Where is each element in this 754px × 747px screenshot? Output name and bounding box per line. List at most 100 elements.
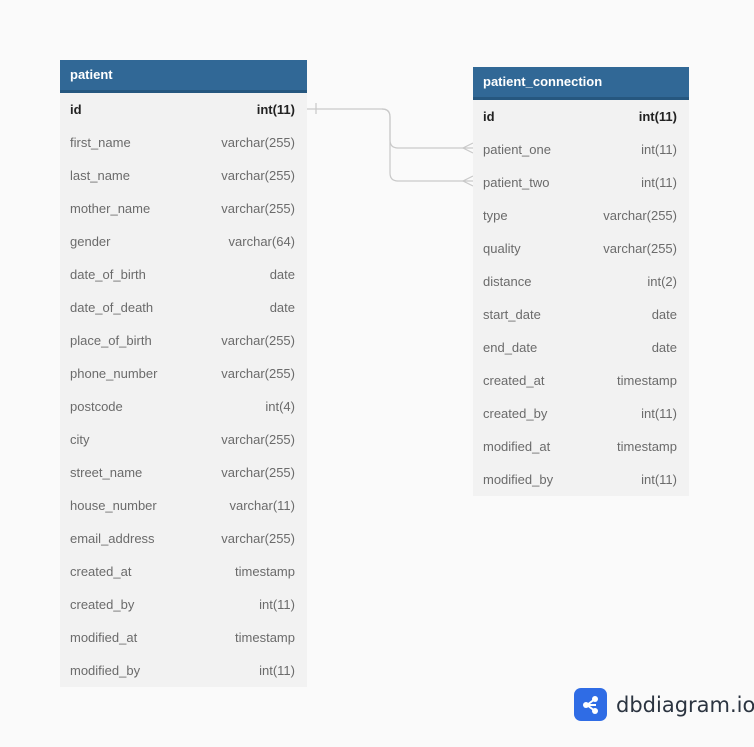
field-type: varchar(255) — [221, 135, 295, 150]
table-header-patient[interactable]: patient — [60, 60, 307, 93]
field-name: modified_at — [70, 630, 138, 645]
field-type: varchar(11) — [229, 498, 295, 513]
share-nodes-icon — [574, 688, 607, 721]
field-name: patient_one — [483, 142, 551, 157]
field-name: created_by — [70, 597, 135, 612]
field-row-gender[interactable]: gender varchar(64) — [60, 225, 307, 258]
field-row-modified-at[interactable]: modified_at timestamp — [473, 430, 689, 463]
field-row-date-of-death[interactable]: date_of_death date — [60, 291, 307, 324]
dbdiagram-brand[interactable]: dbdiagram.io — [574, 688, 754, 721]
field-row-patient-two[interactable]: patient_two int(11) — [473, 166, 689, 199]
field-name: modified_at — [483, 439, 551, 454]
field-row-patient-one[interactable]: patient_one int(11) — [473, 133, 689, 166]
field-row-quality[interactable]: quality varchar(255) — [473, 232, 689, 265]
field-row-first-name[interactable]: first_name varchar(255) — [60, 126, 307, 159]
table-header-patient-connection[interactable]: patient_connection — [473, 67, 689, 100]
brand-name: dbdiagram.io — [616, 692, 754, 717]
field-row-id[interactable]: id int(11) — [60, 93, 307, 126]
field-name: first_name — [70, 135, 131, 150]
field-name: last_name — [70, 168, 130, 183]
field-type: int(11) — [641, 142, 677, 157]
field-type: int(11) — [256, 102, 295, 117]
field-row-house-number[interactable]: house_number varchar(11) — [60, 489, 307, 522]
field-row-email-address[interactable]: email_address varchar(255) — [60, 522, 307, 555]
field-type: varchar(255) — [221, 531, 295, 546]
field-type: varchar(255) — [603, 241, 677, 256]
field-type: date — [651, 340, 677, 355]
field-name: gender — [70, 234, 111, 249]
field-name: created_by — [483, 406, 548, 421]
field-name: email_address — [70, 531, 155, 546]
field-type: varchar(255) — [221, 366, 295, 381]
field-type: int(4) — [265, 399, 295, 414]
field-type: varchar(255) — [221, 333, 295, 348]
field-name: date_of_birth — [70, 267, 146, 282]
field-row-postcode[interactable]: postcode int(4) — [60, 390, 307, 423]
field-row-city[interactable]: city varchar(255) — [60, 423, 307, 456]
field-name: place_of_birth — [70, 333, 152, 348]
field-name: house_number — [70, 498, 157, 513]
field-row-type[interactable]: type varchar(255) — [473, 199, 689, 232]
field-name: modified_by — [70, 663, 141, 678]
field-type: varchar(255) — [221, 168, 295, 183]
field-type: int(11) — [641, 406, 677, 421]
field-name: date_of_death — [70, 300, 154, 315]
field-type: varchar(255) — [603, 208, 677, 223]
field-row-modified-by[interactable]: modified_by int(11) — [473, 463, 689, 496]
field-name: street_name — [70, 465, 143, 480]
field-type: timestamp — [235, 630, 295, 645]
field-type: timestamp — [617, 373, 677, 388]
field-row-start-date[interactable]: start_date date — [473, 298, 689, 331]
field-type: int(2) — [647, 274, 677, 289]
field-row-date-of-birth[interactable]: date_of_birth date — [60, 258, 307, 291]
field-row-modified-by[interactable]: modified_by int(11) — [60, 654, 307, 687]
field-row-modified-at[interactable]: modified_at timestamp — [60, 621, 307, 654]
field-type: timestamp — [617, 439, 677, 454]
field-name: start_date — [483, 307, 541, 322]
field-row-mother-name[interactable]: mother_name varchar(255) — [60, 192, 307, 225]
field-type: int(11) — [259, 663, 295, 678]
field-row-created-by[interactable]: created_by int(11) — [60, 588, 307, 621]
field-name: mother_name — [70, 201, 151, 216]
field-name: patient_two — [483, 175, 550, 190]
field-row-phone-number[interactable]: phone_number varchar(255) — [60, 357, 307, 390]
field-type: int(11) — [641, 175, 677, 190]
field-name: type — [483, 208, 508, 223]
field-name: created_at — [483, 373, 545, 388]
field-name: created_at — [70, 564, 132, 579]
field-name: city — [70, 432, 90, 447]
field-name: id — [483, 109, 495, 124]
field-row-created-at[interactable]: created_at timestamp — [473, 364, 689, 397]
field-name: quality — [483, 241, 521, 256]
field-name: modified_by — [483, 472, 554, 487]
field-type: varchar(255) — [221, 201, 295, 216]
field-type: varchar(255) — [221, 432, 295, 447]
field-row-created-at[interactable]: created_at timestamp — [60, 555, 307, 588]
field-row-last-name[interactable]: last_name varchar(255) — [60, 159, 307, 192]
field-type: int(11) — [641, 472, 677, 487]
field-row-place-of-birth[interactable]: place_of_birth varchar(255) — [60, 324, 307, 357]
field-row-distance[interactable]: distance int(2) — [473, 265, 689, 298]
field-type: date — [651, 307, 677, 322]
field-type: varchar(64) — [228, 234, 295, 249]
field-type: timestamp — [235, 564, 295, 579]
field-name: postcode — [70, 399, 123, 414]
relation-line-patient-one — [307, 108, 473, 149]
field-type: int(11) — [259, 597, 295, 612]
field-row-created-by[interactable]: created_by int(11) — [473, 397, 689, 430]
field-name: distance — [483, 274, 532, 289]
relation-many-marker-patient-two — [461, 175, 474, 187]
field-type: varchar(255) — [221, 465, 295, 480]
field-name: id — [70, 102, 82, 117]
relation-many-marker-patient-one — [461, 142, 474, 154]
field-type: date — [269, 267, 295, 282]
field-name: phone_number — [70, 366, 158, 381]
field-row-street-name[interactable]: street_name varchar(255) — [60, 456, 307, 489]
field-type: date — [269, 300, 295, 315]
